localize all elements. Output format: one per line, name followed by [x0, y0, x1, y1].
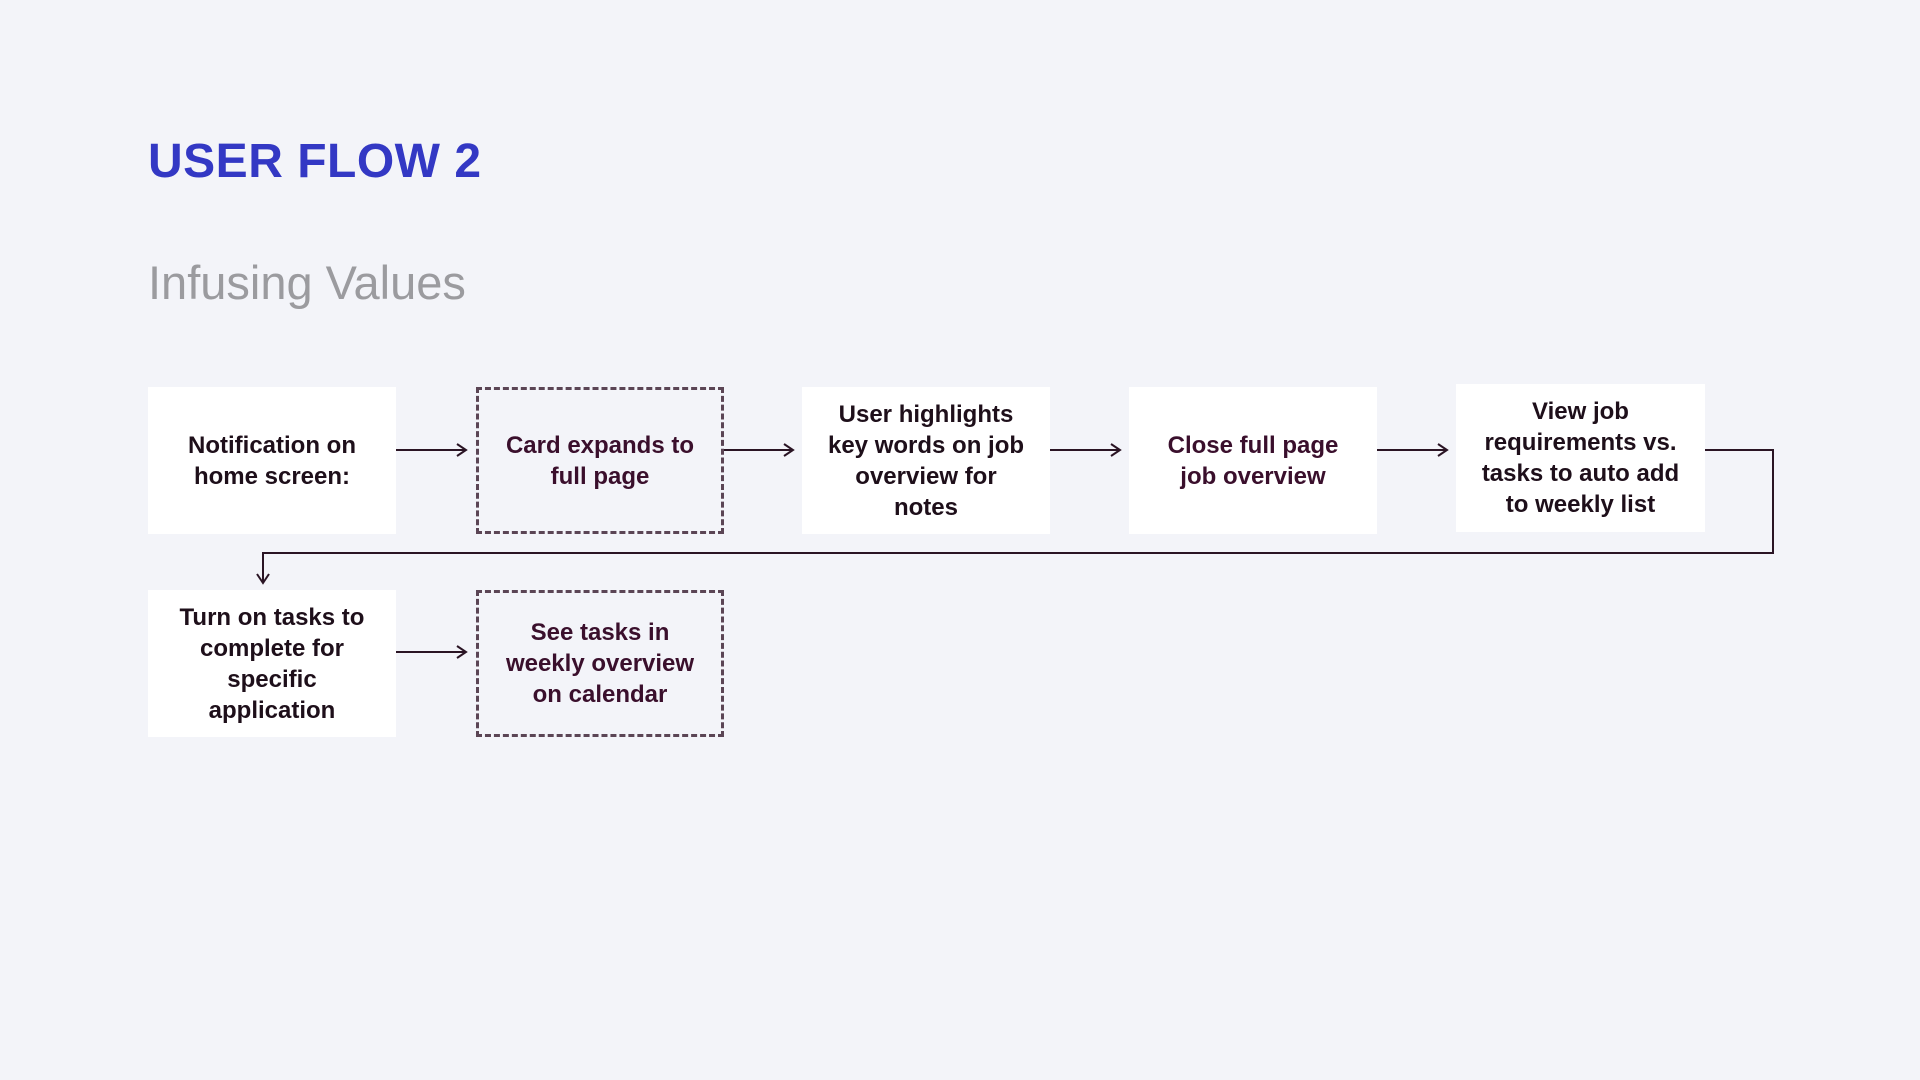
flow-step-label: Close full page job overview — [1167, 431, 1339, 490]
flow-step-label: Card expands to full page — [505, 431, 695, 490]
flow-step-weekly-overview: See tasks in weekly overview on calendar — [476, 590, 724, 737]
flow-step-view-requirements: View job requirements vs. tasks to auto … — [1456, 384, 1705, 532]
flow-step-label: User highlights key words on job overvie… — [827, 400, 1025, 521]
flow-step-card-expands: Card expands to full page — [476, 387, 724, 534]
flow-step-turn-on-tasks: Turn on tasks to complete for specific a… — [148, 590, 396, 737]
page-title: USER FLOW 2 — [148, 135, 482, 188]
flow-step-highlight-keywords: User highlights key words on job overvie… — [802, 387, 1050, 534]
flow-step-label: Turn on tasks to complete for specific a… — [179, 603, 365, 724]
flow-step-label: View job requirements vs. tasks to auto … — [1481, 398, 1680, 518]
flow-step-label: See tasks in weekly overview on calendar — [505, 619, 695, 708]
page-subtitle: Infusing Values — [148, 256, 466, 309]
flow-step-close-overview: Close full page job overview — [1129, 387, 1377, 534]
flow-step-label: Notification on home screen: — [188, 431, 356, 490]
flow-step-notification: Notification on home screen: — [148, 387, 396, 534]
arrow-step-5-to-6 — [256, 449, 1774, 585]
